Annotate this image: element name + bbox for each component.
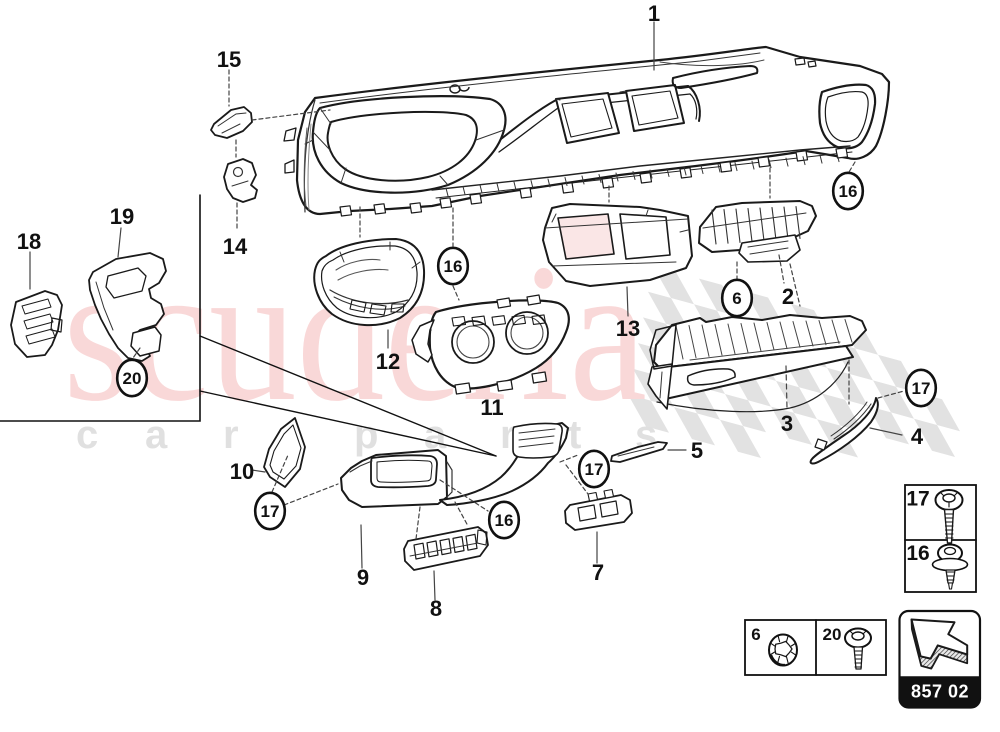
svg-text:11: 11	[480, 395, 503, 420]
svg-text:16: 16	[839, 182, 858, 201]
svg-text:7: 7	[592, 560, 604, 585]
svg-text:17: 17	[912, 379, 931, 398]
svg-text:16: 16	[906, 542, 929, 565]
svg-text:20: 20	[123, 369, 142, 388]
svg-text:10: 10	[230, 459, 254, 484]
svg-text:19: 19	[110, 204, 134, 229]
svg-text:1: 1	[648, 1, 660, 26]
svg-text:17: 17	[585, 460, 604, 479]
svg-text:3: 3	[781, 411, 793, 436]
svg-text:13: 13	[616, 316, 640, 341]
svg-text:6: 6	[732, 289, 741, 308]
svg-text:a: a	[424, 413, 447, 457]
svg-text:16: 16	[444, 257, 463, 276]
svg-text:a: a	[145, 413, 168, 457]
svg-text:17: 17	[261, 502, 280, 521]
svg-text:15: 15	[217, 47, 241, 72]
svg-text:17: 17	[906, 488, 929, 511]
svg-text:r: r	[223, 413, 239, 457]
svg-text:r: r	[500, 413, 516, 457]
svg-text:9: 9	[357, 565, 369, 590]
svg-text:6: 6	[751, 625, 760, 644]
svg-text:8: 8	[430, 596, 442, 621]
svg-text:857 02: 857 02	[911, 682, 969, 702]
svg-text:2: 2	[782, 284, 794, 309]
svg-text:5: 5	[691, 438, 703, 463]
svg-text:p: p	[354, 413, 378, 457]
svg-text:16: 16	[495, 511, 514, 530]
svg-text:20: 20	[823, 625, 842, 644]
svg-text:t: t	[568, 413, 581, 457]
svg-text:18: 18	[17, 229, 41, 254]
svg-text:12: 12	[376, 349, 400, 374]
svg-text:4: 4	[911, 424, 924, 449]
svg-text:14: 14	[223, 234, 248, 259]
svg-text:c: c	[76, 413, 98, 457]
